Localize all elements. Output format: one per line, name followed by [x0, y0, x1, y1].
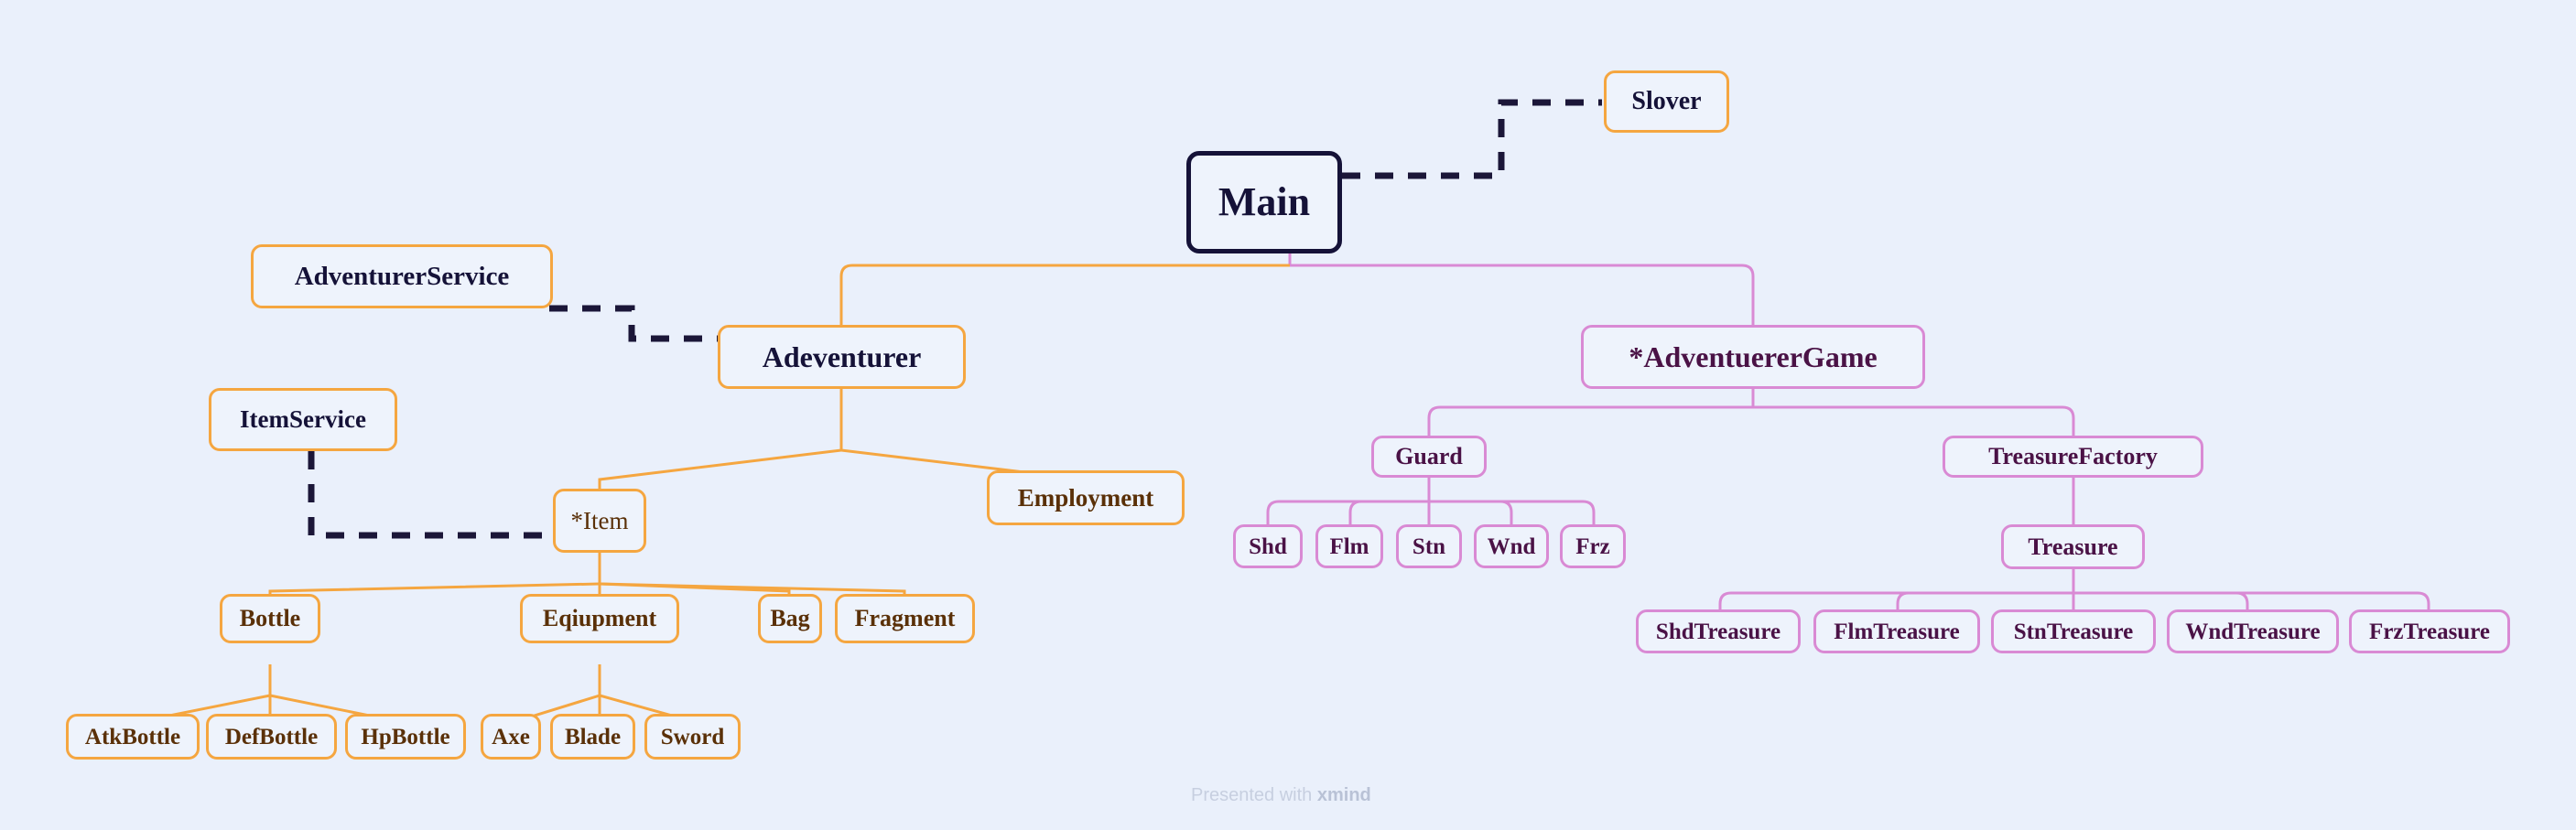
edge-root-to-adeventurer — [839, 264, 1290, 325]
node-employment-label: Employment — [1017, 483, 1154, 512]
edge-dashed-main-slover — [1342, 99, 1602, 179]
node-sword-label: Sword — [660, 724, 725, 749]
node-shd-label: Shd — [1249, 534, 1287, 559]
node-adventuerergame[interactable]: *AdventuererGame — [1581, 325, 1925, 389]
node-employment[interactable]: Employment — [987, 470, 1185, 525]
node-atkbottle[interactable]: AtkBottle — [66, 714, 200, 760]
node-shdtreasure-label: ShdTreasure — [1655, 619, 1781, 644]
node-adeventurer-label: Adeventurer — [762, 340, 922, 373]
edge-game-guard — [1427, 405, 1753, 436]
node-slover-label: Slover — [1631, 87, 1702, 115]
node-treasure-label: Treasure — [2028, 533, 2118, 560]
node-bottle-label: Bottle — [239, 605, 301, 631]
node-hpbottle[interactable]: HpBottle — [345, 714, 466, 760]
node-item[interactable]: *Item — [553, 489, 646, 553]
node-frztreasure[interactable]: FrzTreasure — [2349, 609, 2510, 653]
node-item-service[interactable]: ItemService — [209, 388, 397, 451]
node-guard[interactable]: Guard — [1371, 436, 1487, 478]
node-frz[interactable]: Frz — [1560, 524, 1626, 568]
node-treasure-factory-label: TreasureFactory — [1988, 443, 2158, 469]
node-blade[interactable]: Blade — [550, 714, 635, 760]
edge-adeventurer-item — [598, 448, 842, 489]
node-frz-label: Frz — [1575, 534, 1610, 559]
node-item-service-label: ItemService — [240, 405, 366, 433]
node-stntreasure[interactable]: StnTreasure — [1991, 609, 2156, 653]
node-stn[interactable]: Stn — [1396, 524, 1462, 568]
footer-brand: xmind — [1316, 785, 1371, 805]
node-frztreasure-label: FrzTreasure — [2369, 619, 2490, 644]
node-sword[interactable]: Sword — [644, 714, 741, 760]
node-adventurer-service-label: AdventurerService — [294, 261, 510, 291]
edge-guard-shd — [1266, 500, 1429, 526]
node-main[interactable]: Main — [1186, 151, 1342, 253]
edge-root-to-adventuerergame — [1290, 264, 1755, 325]
footer-prefix: Presented with — [1191, 785, 1317, 805]
node-defbottle-label: DefBottle — [224, 724, 319, 749]
node-stntreasure-label: StnTreasure — [2013, 619, 2134, 644]
node-shdtreasure[interactable]: ShdTreasure — [1636, 609, 1801, 653]
node-wndtreasure-label: WndTreasure — [2185, 619, 2321, 644]
node-flm-label: Flm — [1329, 534, 1369, 559]
node-fragment[interactable]: Fragment — [835, 594, 975, 643]
node-slover[interactable]: Slover — [1604, 70, 1729, 133]
node-blade-label: Blade — [564, 724, 622, 749]
node-hpbottle-label: HpBottle — [361, 724, 450, 749]
footer-watermark: Presented with xmind — [1191, 785, 1371, 806]
node-flm[interactable]: Flm — [1315, 524, 1383, 568]
node-wnd-label: Wnd — [1487, 534, 1536, 559]
node-fragment-label: Fragment — [854, 605, 956, 631]
node-treasure-factory[interactable]: TreasureFactory — [1943, 436, 2203, 478]
edge-guard-flm — [1348, 500, 1429, 526]
node-guard-label: Guard — [1395, 443, 1463, 469]
edge-guard-frz — [1429, 500, 1596, 526]
node-axe[interactable]: Axe — [481, 714, 541, 760]
node-axe-label: Axe — [492, 724, 530, 749]
edge-game-treasurefactory — [1753, 405, 2075, 436]
node-flmtreasure[interactable]: FlmTreasure — [1813, 609, 1980, 653]
node-stn-label: Stn — [1412, 534, 1446, 559]
node-adventuerergame-label: *AdventuererGame — [1629, 340, 1878, 373]
node-item-label: *Item — [570, 506, 629, 534]
node-flmtreasure-label: FlmTreasure — [1834, 619, 1960, 644]
node-atkbottle-label: AtkBottle — [84, 724, 181, 749]
node-bottle[interactable]: Bottle — [220, 594, 320, 643]
node-main-label: Main — [1218, 179, 1311, 224]
node-adeventurer[interactable]: Adeventurer — [718, 325, 966, 389]
node-adventurer-service[interactable]: AdventurerService — [251, 244, 553, 308]
node-defbottle[interactable]: DefBottle — [206, 714, 337, 760]
edge-dashed-advservice-adeventurer — [549, 305, 718, 342]
node-shd[interactable]: Shd — [1233, 524, 1303, 568]
node-eqiupment[interactable]: Eqiupment — [520, 594, 679, 643]
edge-guard-wnd — [1429, 500, 1513, 526]
node-wnd[interactable]: Wnd — [1474, 524, 1549, 568]
node-wndtreasure[interactable]: WndTreasure — [2167, 609, 2339, 653]
node-eqiupment-label: Eqiupment — [542, 605, 657, 631]
node-bag[interactable]: Bag — [758, 594, 822, 643]
node-treasure[interactable]: Treasure — [2001, 524, 2145, 569]
node-bag-label: Bag — [770, 605, 810, 631]
